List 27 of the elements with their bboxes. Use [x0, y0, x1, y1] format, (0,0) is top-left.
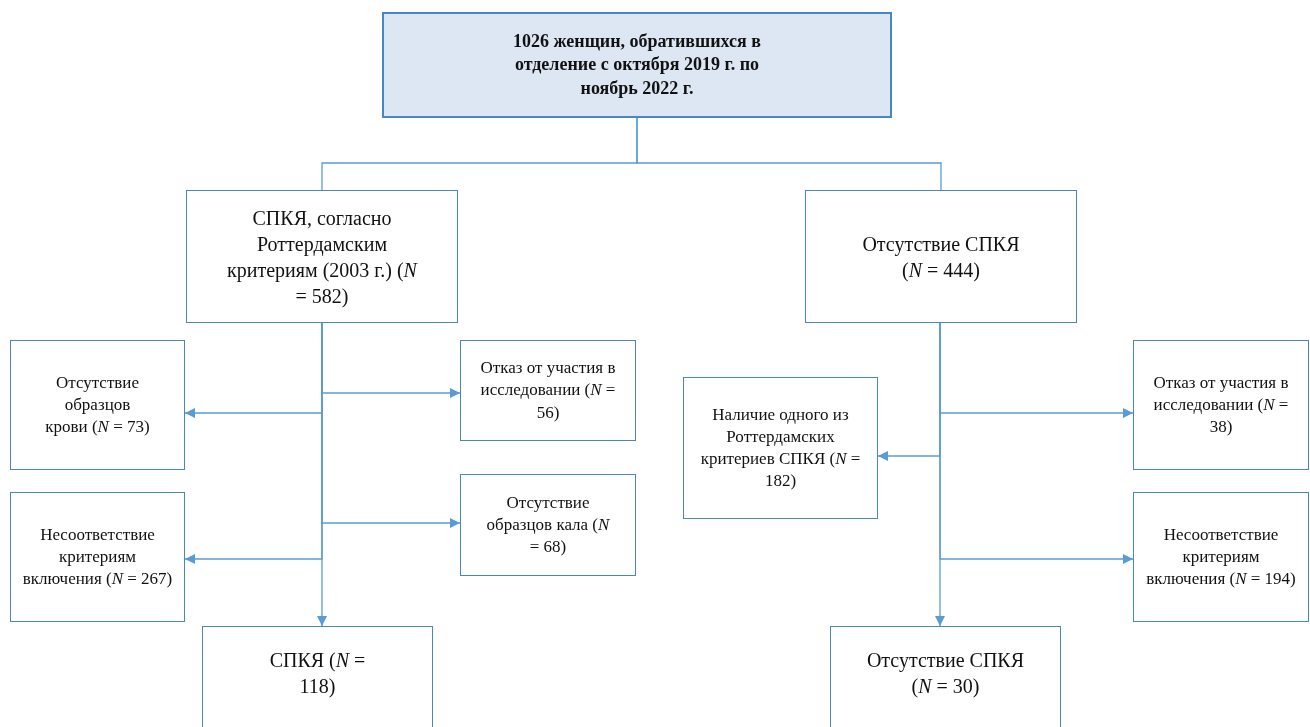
box-text: 1026 женщин, обратившихся в отделение с октября 2019 г. по ноябрь 2022 г. [511, 29, 763, 100]
process-box [805, 190, 1077, 323]
connector-line [636, 117, 942, 191]
box-text: Отсутствие СПКЯ (N = 30) [865, 648, 1026, 699]
result-box [830, 626, 1061, 727]
process-box [186, 190, 458, 323]
box-text: Отсутствие СПКЯ (N = 444) [861, 231, 1021, 283]
exclusion-box [10, 340, 185, 470]
arrow [317, 322, 327, 627]
box-text: Наличие одного из Роттердамских критериев СПКЯ (N = 182) [700, 403, 861, 493]
exclusion-box [683, 377, 878, 519]
exclusion-box [10, 492, 185, 622]
box-text: Несоответствие критериям включения (N = 267) [22, 523, 173, 591]
box-text: СПКЯ (N = 118) [268, 648, 367, 699]
box-text: Несоответствие критериям включения (N = 194) [1146, 523, 1296, 591]
result-box [202, 626, 433, 727]
box-text: Отказ от участия в исследовании (N = 38) [1152, 371, 1290, 439]
header-box [382, 12, 892, 118]
exclusion-box [460, 474, 636, 576]
arrow [935, 322, 945, 627]
box-text: Отсутствие образцов кала (N = 68) [485, 491, 611, 559]
box-text: Отказ от участия в исследовании (N = 56) [479, 357, 617, 424]
box-text: СПКЯ, согласно Роттердамским критериям (2003 г.) (N = 582) [226, 205, 419, 309]
exclusion-box [1133, 492, 1309, 622]
box-text: Отсутствие образцов крови (N = 73) [44, 371, 151, 439]
exclusion-box [460, 340, 636, 441]
exclusion-box [1133, 340, 1309, 470]
